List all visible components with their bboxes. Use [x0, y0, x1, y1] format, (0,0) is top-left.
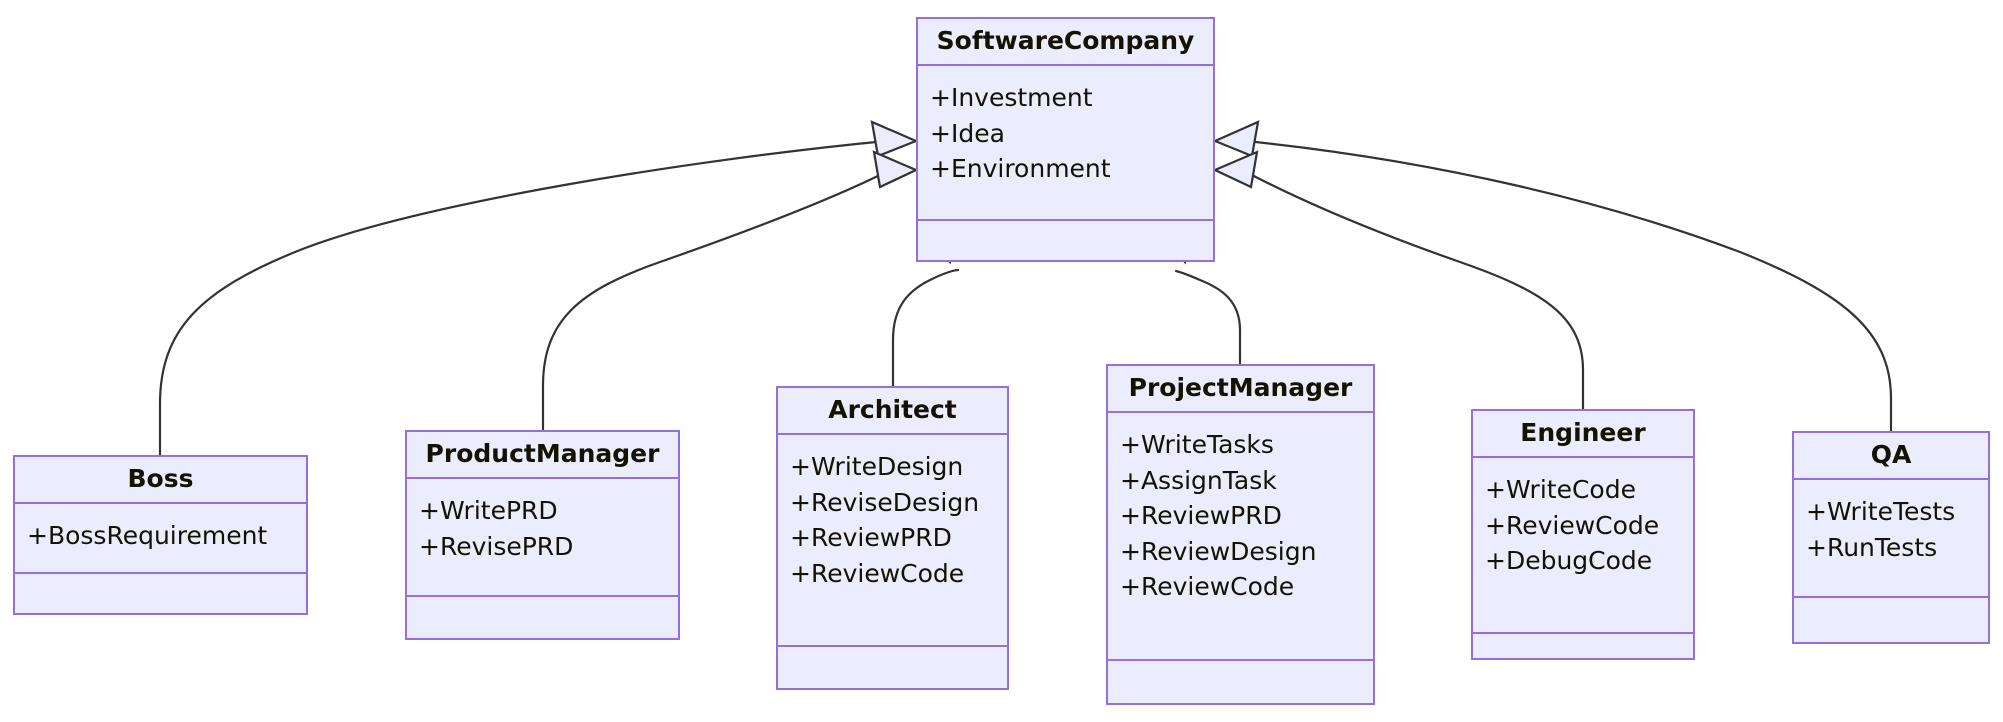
- class-methods-engineer: [1473, 634, 1693, 658]
- class-attribute: +WritePRD: [419, 496, 558, 525]
- class-box-architect[interactable]: Architect +WriteDesign +ReviseDesign +Revie…: [776, 386, 1009, 690]
- class-box-qa[interactable]: QA +WriteTests +RunTests: [1792, 431, 1990, 644]
- class-title-architect: Architect: [778, 388, 1007, 435]
- class-attribute: +ReviewDesign: [1120, 536, 1317, 566]
- class-title-qa: QA: [1794, 433, 1988, 480]
- class-attribute: +ReviseDesign: [790, 487, 980, 517]
- class-box-software-company[interactable]: SoftwareCompany +Investment +Idea +Environm…: [916, 17, 1215, 262]
- class-methods-software-company: [918, 221, 1213, 260]
- class-attribute: +ReviewCode: [1485, 510, 1660, 540]
- class-attributes-architect: +WriteDesign +ReviseDesign +ReviewPRD +Revi…: [778, 435, 1007, 647]
- class-methods-project-manager: [1108, 661, 1373, 703]
- class-attribute: +RunTests: [1806, 532, 1938, 562]
- class-attribute: +WriteTasks: [1120, 430, 1274, 459]
- class-methods-qa: [1794, 598, 1988, 642]
- class-attribute: +DebugCode: [1485, 546, 1653, 575]
- class-attribute: +WriteTests: [1806, 497, 1956, 526]
- class-box-engineer[interactable]: Engineer +WriteCode +ReviewCode +DebugCode: [1471, 409, 1695, 660]
- class-attributes-engineer: +WriteCode +ReviewCode +DebugCode: [1473, 458, 1693, 634]
- class-title-software-company: SoftwareCompany: [918, 19, 1213, 66]
- inheritance-arrowhead-productmanager-arrowhead: [872, 150, 919, 189]
- class-attribute: +Investment: [930, 83, 1093, 112]
- class-box-product-manager[interactable]: ProductManager +WritePRD +RevisePRD: [405, 430, 680, 640]
- class-methods-product-manager: [407, 597, 678, 638]
- class-box-boss[interactable]: Boss +BossRequirement: [13, 455, 308, 615]
- class-attribute: +WriteCode: [1485, 475, 1636, 504]
- class-attribute: +Idea: [930, 118, 1005, 148]
- class-attributes-qa: +WriteTests +RunTests: [1794, 480, 1988, 598]
- class-methods-boss: [15, 574, 306, 613]
- class-attribute: +ReviewCode: [790, 558, 965, 588]
- class-attribute: +ReviewPRD: [1120, 501, 1282, 530]
- class-attribute: +WriteDesign: [790, 452, 964, 481]
- class-attributes-project-manager: +WriteTasks +AssignTask +ReviewPRD +ReviewD…: [1108, 413, 1373, 661]
- class-attribute: +ReviewCode: [1120, 572, 1295, 601]
- class-title-product-manager: ProductManager: [407, 432, 678, 479]
- generalization-edge-projectmanager-edge: [1174, 269, 1242, 366]
- class-attributes-product-manager: +WritePRD +RevisePRD: [407, 479, 678, 597]
- class-methods-architect: [778, 647, 1007, 688]
- class-title-engineer: Engineer: [1473, 411, 1693, 458]
- inheritance-arrowhead-boss-arrowhead: [870, 120, 919, 158]
- class-attribute: +ReviewPRD: [790, 523, 952, 552]
- generalization-edge-architect-edge: [891, 268, 960, 388]
- class-title-project-manager: ProjectManager: [1108, 366, 1373, 413]
- inheritance-arrowhead-qa-arrowhead: [1212, 150, 1259, 189]
- class-attribute: +AssignTask: [1120, 465, 1277, 495]
- class-title-boss: Boss: [15, 457, 306, 504]
- class-attributes-boss: +BossRequirement: [15, 504, 306, 574]
- inheritance-arrowhead-engineer-arrowhead: [1212, 120, 1260, 158]
- class-attribute: +RevisePRD: [419, 531, 574, 561]
- class-attributes-software-company: +Investment +Idea +Environment: [918, 66, 1213, 221]
- class-attribute: +Environment: [930, 154, 1111, 183]
- class-attribute: +BossRequirement: [27, 521, 268, 550]
- class-box-project-manager[interactable]: ProjectManager +WriteTasks +AssignTask +Rev…: [1106, 364, 1375, 705]
